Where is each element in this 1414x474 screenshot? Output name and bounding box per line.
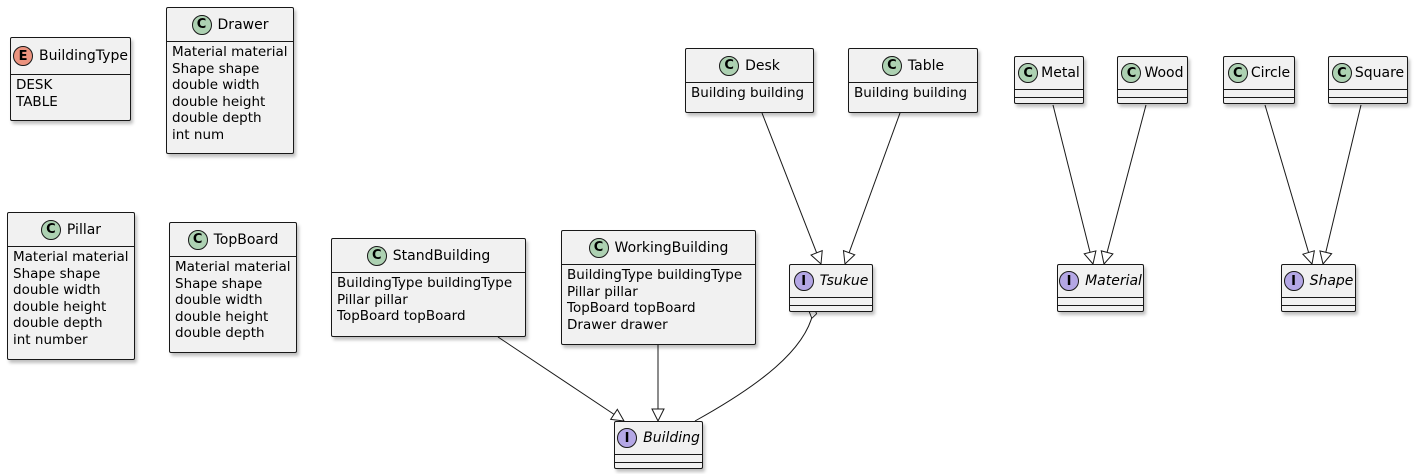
edge-square-shape bbox=[1323, 104, 1362, 264]
attribute: double depth bbox=[172, 110, 262, 126]
node-title: BuildingType bbox=[39, 48, 128, 64]
node-title: Square bbox=[1354, 65, 1405, 81]
edge-circle-shape bbox=[1264, 104, 1312, 264]
class-desk[interactable]: C Desk Building building bbox=[685, 48, 814, 113]
attribute-list: Building building bbox=[849, 82, 977, 105]
class-topboard[interactable]: C TopBoard Material material Shape shape… bbox=[169, 222, 297, 353]
class-icon: C bbox=[719, 55, 740, 76]
attribute: Building building bbox=[854, 85, 968, 101]
attribute: Building building bbox=[691, 85, 805, 101]
attribute: Shape shape bbox=[175, 275, 263, 292]
class-icon: C bbox=[588, 237, 609, 258]
node-title: StandBuilding bbox=[392, 247, 491, 264]
edge-desk-tsukue bbox=[761, 112, 821, 264]
class-icon: C bbox=[881, 55, 902, 76]
interface-tsukue[interactable]: I Tsukue bbox=[789, 264, 873, 312]
interface-icon: I bbox=[793, 271, 814, 291]
class-icon: C bbox=[40, 219, 61, 240]
attribute: int num bbox=[172, 126, 225, 143]
edge-wood-material bbox=[1104, 104, 1147, 264]
class-standbuilding[interactable]: C StandBuilding BuildingType buildingTyp… bbox=[331, 238, 526, 337]
class-icon: C bbox=[1227, 63, 1248, 83]
attribute: TopBoard topBoard bbox=[567, 300, 696, 316]
attribute: int number bbox=[13, 331, 88, 348]
interface-building[interactable]: I Building bbox=[614, 421, 703, 469]
node-title: Metal bbox=[1041, 65, 1080, 81]
edge-standbuilding-building bbox=[497, 336, 624, 421]
node-title: WorkingBuilding bbox=[614, 239, 729, 256]
attribute-list: Material material Shape shape double wid… bbox=[167, 41, 293, 146]
attribute: BuildingType buildingType bbox=[567, 267, 743, 283]
node-title: Table bbox=[907, 57, 945, 74]
attribute-list: Material material Shape shape double wid… bbox=[8, 246, 134, 351]
node-title: Material bbox=[1085, 273, 1142, 289]
edge-metal-material bbox=[1052, 104, 1093, 264]
node-title: Pillar bbox=[66, 221, 102, 238]
attribute-list: Material material Shape shape double wid… bbox=[170, 256, 296, 345]
attribute: Material material bbox=[13, 249, 129, 265]
node-title: Shape bbox=[1309, 273, 1354, 289]
attribute-list: BuildingType buildingType Pillar pillar … bbox=[562, 264, 755, 336]
interface-shape[interactable]: I Shape bbox=[1281, 264, 1356, 312]
class-icon: C bbox=[1331, 63, 1352, 83]
attribute-list: DESK TABLE bbox=[11, 74, 130, 113]
attribute: double height bbox=[13, 298, 107, 315]
node-title: Drawer bbox=[217, 16, 269, 33]
class-icon: C bbox=[366, 245, 387, 266]
class-icon: C bbox=[191, 14, 212, 35]
node-title: Wood bbox=[1144, 65, 1184, 81]
edge-tsukue-building bbox=[694, 313, 813, 422]
interface-material[interactable]: I Material bbox=[1057, 264, 1144, 312]
attribute: Shape shape bbox=[13, 265, 101, 282]
class-icon: C bbox=[187, 229, 208, 250]
node-title: Circle bbox=[1250, 65, 1291, 81]
class-metal[interactable]: C Metal bbox=[1014, 56, 1084, 104]
class-icon: C bbox=[1018, 63, 1039, 83]
node-title: TopBoard bbox=[213, 231, 279, 248]
node-title: Desk bbox=[745, 57, 780, 74]
attribute: Material material bbox=[175, 259, 291, 275]
class-wood[interactable]: C Wood bbox=[1117, 56, 1188, 104]
interface-icon: I bbox=[1283, 271, 1304, 291]
attribute: BuildingType buildingType bbox=[337, 275, 513, 291]
attribute: Pillar pillar bbox=[567, 283, 638, 300]
interface-icon: I bbox=[617, 428, 638, 448]
attribute: Pillar pillar bbox=[337, 291, 408, 308]
attribute-list: BuildingType buildingType Pillar pillar … bbox=[332, 272, 525, 328]
attribute: TABLE bbox=[16, 93, 58, 110]
edge-table-tsukue bbox=[845, 112, 901, 264]
class-pillar[interactable]: C Pillar Material material Shape shape d… bbox=[7, 212, 135, 360]
attribute: double height bbox=[175, 308, 269, 325]
attribute: double width bbox=[172, 77, 260, 93]
class-table[interactable]: C Table Building building bbox=[848, 48, 978, 113]
class-icon: C bbox=[1121, 63, 1142, 83]
node-title: Tsukue bbox=[819, 273, 869, 289]
attribute: double depth bbox=[175, 325, 265, 341]
attribute: Shape shape bbox=[172, 60, 260, 77]
attribute-list: Building building bbox=[686, 82, 813, 105]
attribute: double width bbox=[13, 282, 101, 298]
class-square[interactable]: C Square bbox=[1328, 56, 1408, 104]
attribute: Material material bbox=[172, 44, 288, 60]
attribute: Drawer drawer bbox=[567, 316, 668, 333]
attribute: double width bbox=[175, 292, 263, 308]
attribute: double height bbox=[172, 93, 266, 110]
enum-buildingtype[interactable]: E BuildingType DESK TABLE bbox=[10, 37, 131, 121]
enum-icon: E bbox=[13, 46, 34, 66]
attribute: TopBoard topBoard bbox=[337, 308, 466, 324]
attribute: double depth bbox=[13, 315, 103, 331]
class-circle[interactable]: C Circle bbox=[1223, 56, 1295, 104]
class-drawer[interactable]: C Drawer Material material Shape shape d… bbox=[166, 7, 294, 154]
interface-icon: I bbox=[1059, 271, 1080, 291]
attribute: DESK bbox=[16, 77, 53, 93]
class-workingbuilding[interactable]: C WorkingBuilding BuildingType buildingT… bbox=[561, 230, 756, 345]
node-title: Building bbox=[643, 430, 700, 446]
